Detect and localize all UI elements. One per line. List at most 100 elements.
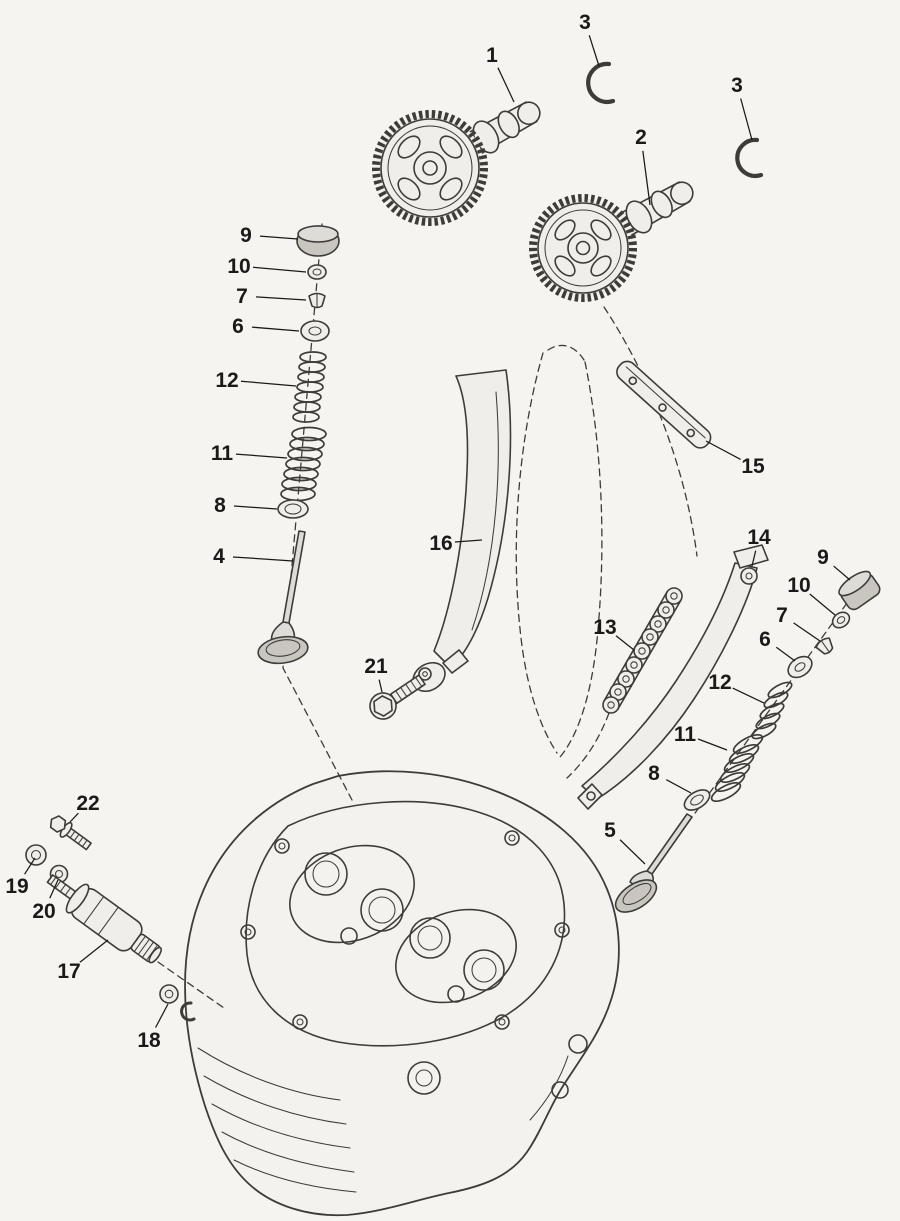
- cylinder-head-body: [184, 770, 620, 1217]
- part-number-8: 8: [214, 494, 226, 517]
- leader-line-part-14: [751, 550, 757, 567]
- part-number-11: 11: [211, 442, 234, 465]
- guide-mount-bolt: [369, 674, 426, 720]
- leader-line-part-2: [642, 150, 651, 206]
- part-number-14: 14: [747, 526, 771, 549]
- valve-assembly-left: [257, 225, 340, 665]
- part-number-12: 12: [708, 671, 731, 694]
- leader-line-part-20: [49, 879, 59, 899]
- leader-line-part-3: [740, 98, 753, 141]
- part-number-2: 2: [635, 126, 647, 149]
- leader-line-part-7: [793, 622, 821, 642]
- camshaft-sprocket-intake: [529, 194, 637, 302]
- inner-valve-spring-right: [751, 681, 793, 740]
- head-bolt-bosses: [240, 830, 570, 1030]
- sealing-washer-and-clip: [159, 984, 196, 1022]
- part-number-19: 19: [5, 875, 28, 898]
- leader-line-part-8: [233, 505, 278, 510]
- chain-tensioner-arm: [577, 544, 769, 810]
- part-number-6: 6: [232, 315, 244, 338]
- leader-line-part-7: [255, 296, 307, 301]
- valve-lifter-bucket-left: [296, 225, 340, 257]
- part-number-3: 3: [731, 74, 743, 97]
- part-number-4: 4: [213, 545, 225, 568]
- small-flange-bolt: [49, 815, 92, 851]
- leader-line-part-11: [235, 453, 288, 459]
- leader-line-part-3: [588, 35, 600, 67]
- part-number-7: 7: [236, 285, 248, 308]
- leader-line-part-12: [240, 380, 297, 387]
- part-number-15: 15: [741, 455, 765, 478]
- leader-line-part-10: [809, 593, 836, 616]
- spring-seat-right: [683, 789, 711, 811]
- cam-chain-links: [602, 587, 683, 714]
- valve-shim-right: [831, 611, 851, 629]
- leader-line-part-19: [24, 857, 36, 875]
- chain-guide-rear: [616, 360, 712, 449]
- spring-retainer-left: [300, 320, 330, 342]
- part-number-8: 8: [648, 762, 660, 785]
- part-number-7: 7: [776, 604, 788, 627]
- part-number-13: 13: [593, 616, 616, 639]
- valve-right: [614, 813, 693, 913]
- part-number-9: 9: [240, 224, 252, 247]
- circlip-right: [735, 137, 764, 178]
- combustion-chamber-right: [395, 908, 517, 1004]
- part-number-16: 16: [429, 532, 452, 555]
- leader-line-part-22: [69, 812, 79, 823]
- leader-line-part-4: [232, 556, 294, 562]
- head-side-details: [407, 1034, 588, 1121]
- cooling-fins: [197, 1047, 357, 1193]
- chain-tensioner-lifter: [46, 874, 163, 964]
- part-number-12: 12: [215, 369, 238, 392]
- part-number-22: 22: [76, 792, 99, 815]
- valve-left: [257, 530, 309, 665]
- part-number-10: 10: [227, 255, 250, 278]
- lifter-axis: [157, 961, 225, 1009]
- camshaft-sprocket-exhaust: [372, 110, 488, 226]
- part-number-10: 10: [787, 574, 810, 597]
- part-number-6: 6: [759, 628, 771, 651]
- combustion-chamber-left: [289, 844, 415, 945]
- inner-valve-spring-left: [292, 351, 327, 423]
- valve-keepers-right: [815, 637, 834, 655]
- spring-retainer-right: [787, 655, 813, 679]
- leader-line-part-8: [666, 779, 692, 794]
- part-number-1: 1: [486, 44, 498, 67]
- leader-line-part-12: [732, 687, 765, 704]
- callout-layer: 1332910761211841621131514910761211852219…: [5, 11, 851, 1052]
- leader-line-part-21: [378, 679, 383, 693]
- valve-shim-left: [307, 264, 327, 280]
- valve-keepers-left: [308, 292, 326, 309]
- leader-line-part-10: [252, 266, 307, 273]
- leader-line-part-6: [251, 326, 300, 332]
- part-number-18: 18: [137, 1029, 161, 1052]
- washer-19: [25, 844, 47, 866]
- part-number-11: 11: [674, 723, 697, 746]
- part-number-20: 20: [32, 900, 55, 923]
- leader-line-part-17: [79, 939, 109, 963]
- leader-line-part-6: [775, 646, 796, 662]
- leader-line-part-1: [497, 67, 515, 103]
- leader-line-part-11: [697, 738, 728, 751]
- part-number-3: 3: [579, 11, 591, 34]
- outer-valve-spring-left: [280, 426, 327, 502]
- leader-line-part-18: [154, 1003, 169, 1028]
- artwork-layer: [25, 61, 881, 1217]
- circlip-top: [586, 61, 616, 104]
- part-number-17: 17: [57, 960, 80, 983]
- part-number-5: 5: [604, 819, 616, 842]
- leader-line-part-5: [619, 839, 646, 865]
- outer-valve-spring-right: [710, 733, 764, 803]
- leader-line-part-16: [454, 539, 483, 543]
- spring-seat-left: [277, 499, 309, 519]
- part-number-9: 9: [817, 546, 829, 569]
- valve-lifter-bucket-right: [838, 570, 881, 611]
- leader-line-part-9: [833, 565, 851, 581]
- leader-line-part-15: [705, 440, 741, 460]
- valve-assembly-right: [614, 570, 881, 913]
- leader-line-part-13: [615, 635, 635, 651]
- leader-line-part-9: [259, 235, 299, 240]
- chain-guide-front: [412, 369, 512, 693]
